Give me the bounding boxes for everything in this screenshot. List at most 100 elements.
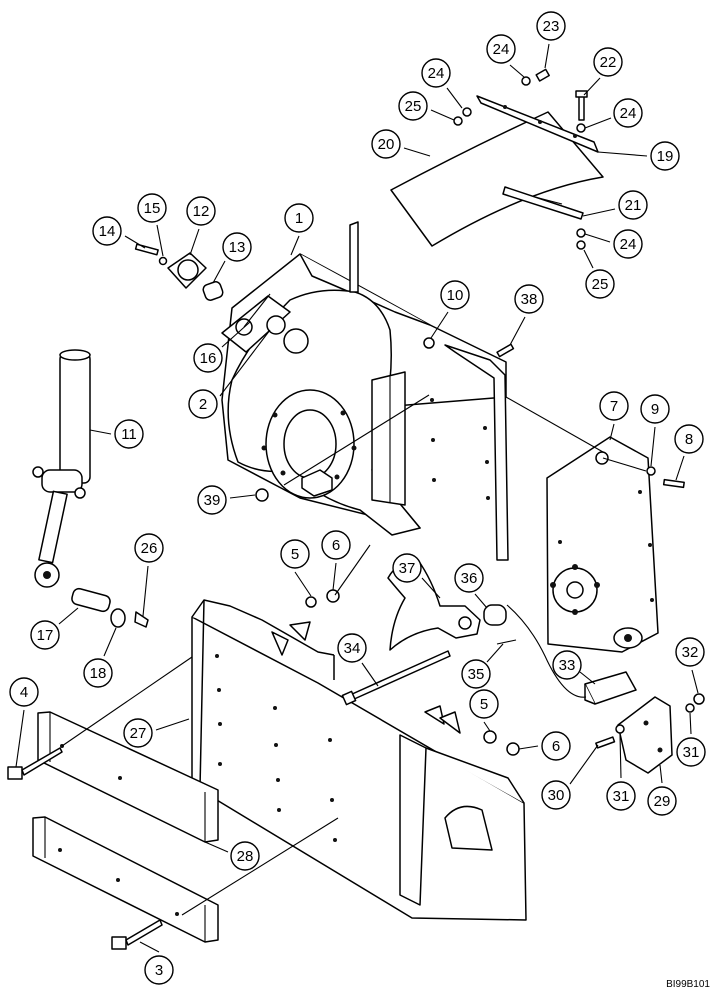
callout-leader: [103, 627, 117, 657]
callout-number: 15: [144, 200, 161, 217]
callout-bubble: [650, 141, 680, 171]
adjusting-rod: [341, 650, 451, 706]
callout-bubble: [514, 284, 544, 314]
callout-7: 7: [599, 391, 629, 441]
callout-leader: [124, 235, 146, 249]
callout-bubble: [144, 955, 174, 985]
lower-mounting-strip: [502, 186, 584, 220]
callout-16: 16: [193, 321, 251, 373]
callout-bubble: [541, 780, 571, 810]
callout-bubble: [134, 533, 164, 563]
callout-leader: [584, 117, 612, 129]
callout-number: 8: [685, 431, 693, 448]
callout-number: 5: [480, 696, 488, 713]
callout-number: 37: [399, 560, 416, 577]
callout-8: 8: [674, 424, 704, 481]
callout-number: 5: [291, 546, 299, 563]
callout-number: 6: [332, 537, 340, 554]
callout-14: 14: [92, 216, 146, 249]
callout-23: 23: [536, 11, 566, 69]
callout-leader: [584, 233, 611, 243]
callout-leader: [89, 429, 112, 435]
callout-leader: [609, 423, 615, 441]
cover-hardware: [453, 68, 588, 250]
callout-bubble: [552, 650, 582, 680]
callout-39: 39: [197, 485, 256, 515]
callout-bubble: [461, 659, 491, 689]
callout-bubble: [640, 394, 670, 424]
callout-number: 24: [493, 41, 510, 58]
callout-13: 13: [212, 232, 252, 284]
callout-number: 29: [654, 793, 671, 810]
callout-bubble: [188, 389, 218, 419]
callout-leader: [361, 662, 379, 687]
callout-number: 32: [682, 644, 699, 661]
callout-leader: [544, 43, 550, 69]
callout-bubble: [421, 58, 451, 88]
callout-leader: [483, 721, 491, 732]
callout-bubble: [618, 190, 648, 220]
latch-bracket: [595, 693, 705, 774]
callout-leader: [290, 235, 300, 256]
callout-10: 10: [430, 280, 470, 339]
callout-33: 33: [552, 650, 596, 685]
callout-leader: [691, 669, 699, 694]
callout-28: 28: [204, 841, 260, 871]
callout-bubble: [593, 47, 623, 77]
callout-leader: [675, 455, 685, 481]
callout-bubble: [647, 786, 677, 816]
bolt-4: [7, 747, 63, 780]
callout-34: 34: [337, 633, 379, 687]
callout-6: 6: [321, 530, 351, 591]
callout-bubble: [197, 485, 227, 515]
callout-leader: [486, 643, 504, 663]
callout-leader: [229, 494, 256, 499]
callout-1: 1: [284, 203, 314, 256]
callout-24: 24: [584, 98, 643, 129]
callout-leader: [579, 671, 596, 685]
callout-number: 27: [130, 725, 147, 742]
bolt-3: [111, 919, 163, 950]
callout-25: 25: [398, 91, 455, 121]
callout-number: 39: [204, 492, 221, 509]
callout-leader: [446, 87, 463, 109]
callout-number: 3: [155, 962, 163, 979]
callout-leader: [139, 941, 160, 953]
callout-leader: [582, 208, 616, 217]
leader-lines: [61, 293, 647, 916]
callout-2: 2: [188, 329, 271, 419]
callout-number: 19: [657, 148, 674, 165]
callout-11: 11: [89, 419, 144, 449]
callout-bubble: [392, 553, 422, 583]
callout-leader: [15, 709, 25, 768]
callout-30: 30: [541, 744, 599, 810]
callout-leader: [597, 151, 648, 157]
callout-number: 34: [344, 640, 361, 657]
callout-number: 38: [521, 291, 538, 308]
callout-24: 24: [486, 34, 525, 78]
callout-number: 24: [620, 236, 637, 253]
callout-bubble: [469, 689, 499, 719]
pivot-plate: [546, 436, 685, 653]
callout-leader: [189, 228, 200, 256]
callout-number: 10: [447, 287, 464, 304]
callout-24: 24: [421, 58, 463, 109]
callout-leader: [332, 562, 337, 591]
callout-leader: [212, 260, 226, 284]
callout-leader: [509, 316, 526, 346]
callout-number: 36: [461, 570, 478, 587]
callout-number: 35: [468, 666, 485, 683]
callout-31: 31: [606, 733, 636, 811]
callout-bubble: [536, 11, 566, 41]
callout-bubble: [137, 193, 167, 223]
callout-4: 4: [9, 677, 39, 768]
callout-number: 4: [20, 684, 28, 701]
pivot-pin-and-clips: [71, 587, 149, 628]
callout-number: 24: [620, 105, 637, 122]
callout-leader: [583, 249, 594, 269]
callout-15: 15: [137, 193, 167, 257]
callout-38: 38: [509, 284, 544, 346]
callout-number: 20: [378, 136, 395, 153]
callout-number: 17: [37, 627, 54, 644]
callout-5: 5: [469, 689, 499, 732]
